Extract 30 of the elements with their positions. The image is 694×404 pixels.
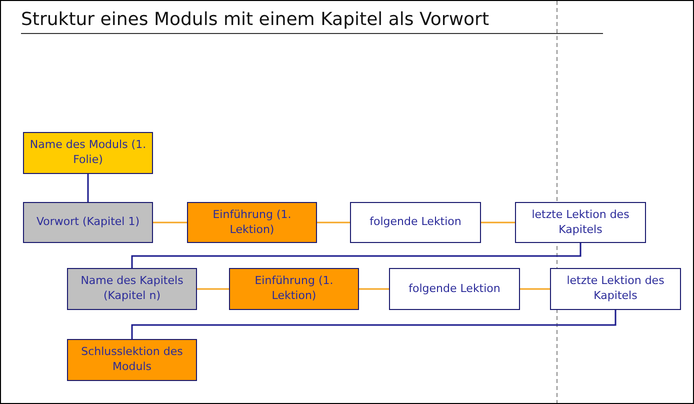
process-box (550, 268, 681, 310)
box-label: Vorwort (Kapitel 1) (36, 215, 140, 230)
connector-line (131, 243, 582, 268)
box-label: Name des Kapitels (Kapitel n) (80, 274, 184, 304)
connector-line (481, 222, 515, 224)
connector-line (359, 288, 389, 290)
box-label: folgende Lektion (408, 282, 502, 296)
connector-line (520, 288, 550, 290)
connector-line (317, 222, 350, 224)
process-box (389, 268, 520, 310)
process-box (67, 268, 197, 310)
box-label: folgende Lektion (368, 215, 462, 230)
process-box (23, 202, 153, 243)
process-box (67, 339, 197, 381)
box-label: letzte Lektion des Kapitels (566, 274, 666, 304)
process-box (187, 202, 317, 243)
diagram-title: Struktur eines Moduls mit einem Kapitel als Vorwort (21, 9, 490, 30)
process-box (229, 268, 359, 310)
process-box (23, 132, 153, 174)
connector-line (153, 222, 187, 224)
box-label: Einführung (1. Lektion) (212, 208, 292, 238)
box-label: letzte Lektion des Kapitels (530, 208, 630, 238)
connector-line (87, 174, 89, 202)
process-box (350, 202, 481, 243)
box-label: Name des Moduls (1. Folie) (28, 138, 148, 168)
connector-line (131, 310, 616, 339)
connector-line (197, 288, 229, 290)
box-label: Schlusslektion des Moduls (80, 345, 184, 375)
process-box (515, 202, 646, 243)
box-label: Einführung (1. Lektion) (254, 274, 334, 304)
